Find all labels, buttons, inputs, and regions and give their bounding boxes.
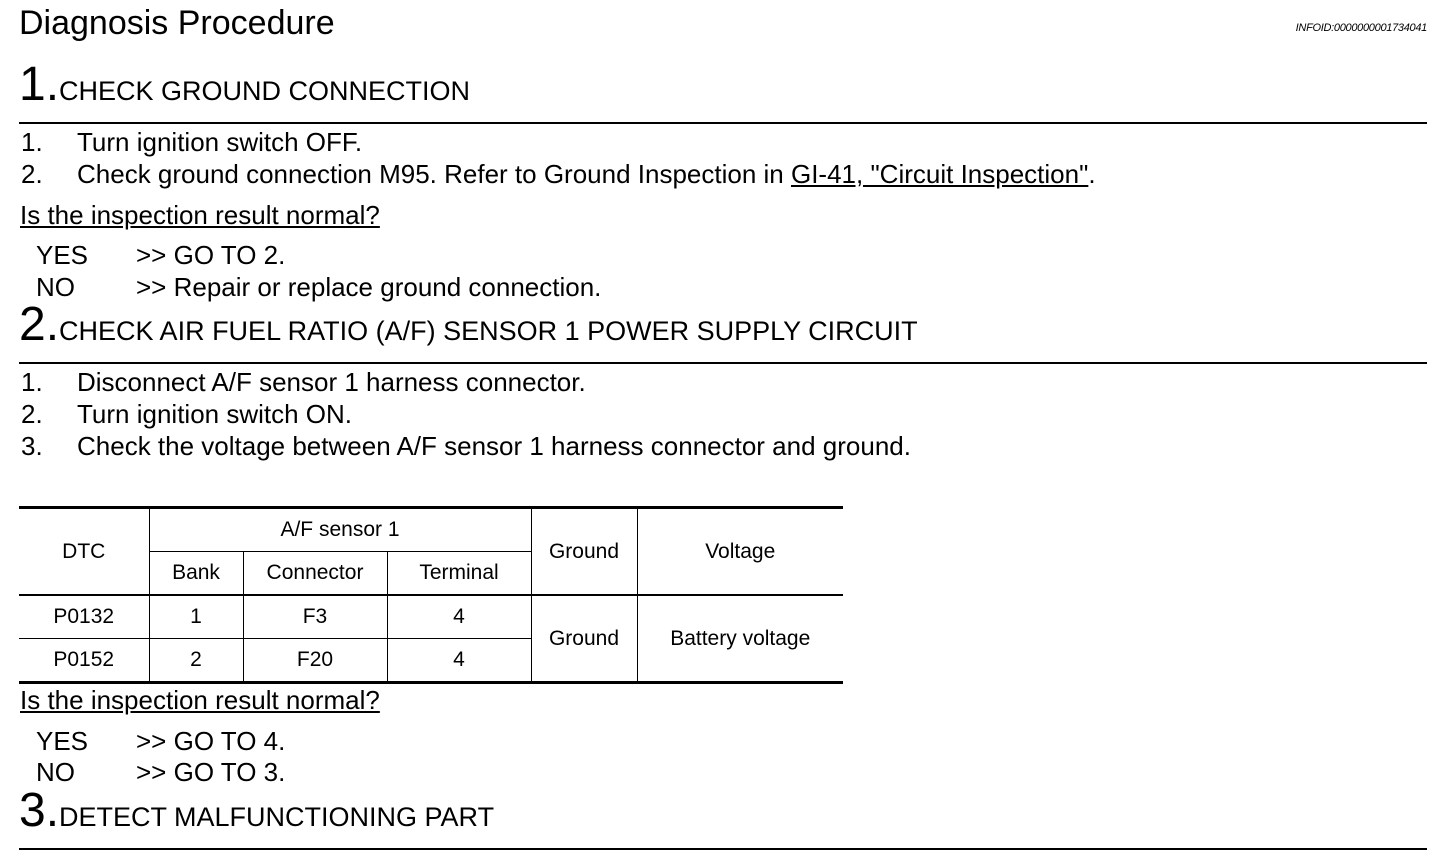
step-3-heading: 3.DETECT MALFUNCTIONING PART <box>19 786 494 836</box>
step-1-heading: 1.CHECK GROUND CONNECTION <box>19 60 470 110</box>
step-1-item-1: 1.Turn ignition switch OFF. <box>21 127 363 157</box>
cell-dtc: P0132 <box>19 595 149 639</box>
cell-ground: Ground <box>530 595 637 683</box>
cell-terminal: 4 <box>386 638 531 683</box>
step-2-title: CHECK AIR FUEL RATIO (A/F) SENSOR 1 POWE… <box>59 316 918 346</box>
cell-bank: 1 <box>148 595 243 639</box>
step-1-divider <box>19 122 1427 124</box>
cell-connector: F20 <box>242 638 387 683</box>
step-3-number: 3. <box>19 784 60 837</box>
step-2-divider <box>19 362 1427 364</box>
header-voltage: Voltage <box>636 507 843 596</box>
header-af-sensor: A/F sensor 1 <box>148 507 531 552</box>
header-dtc: DTC <box>19 507 149 596</box>
step-1-title: CHECK GROUND CONNECTION <box>59 76 471 106</box>
info-id: INFOID:0000000001734041 <box>1295 22 1428 34</box>
step-2-question: Is the inspection result normal? <box>20 685 380 715</box>
step-2-answer-yes: YES>> GO TO 4. <box>36 726 286 756</box>
cell-voltage: Battery voltage <box>636 595 843 683</box>
step-1-answer-yes: YES>> GO TO 2. <box>36 240 286 270</box>
table-row: P0152 2 F20 4 <box>19 638 843 683</box>
header-terminal: Terminal <box>386 551 531 596</box>
step-1-answer-no: NO>> Repair or replace ground connection… <box>36 272 602 302</box>
table-row: P0132 1 F3 4 Ground Battery voltage <box>19 595 843 683</box>
cell-dtc: P0152 <box>53 648 115 671</box>
header-connector: Connector <box>242 551 387 596</box>
step-2-answer-no: NO>> GO TO 3. <box>36 757 286 787</box>
step-3-divider <box>19 848 1427 850</box>
cell-connector: F3 <box>242 595 387 639</box>
step-2-item-2: 2.Turn ignition switch ON. <box>21 399 353 429</box>
step-2-item-1: 1.Disconnect A/F sensor 1 harness connec… <box>21 367 586 397</box>
header-ground: Ground <box>530 507 637 596</box>
step-1-item-2: 2.Check ground connection M95. Refer to … <box>21 159 1096 189</box>
cell-bank: 2 <box>148 638 243 683</box>
cell-terminal: 4 <box>386 595 531 639</box>
voltage-spec-table: DTC A/F sensor 1 Ground Voltage Bank Con… <box>19 506 843 684</box>
step-2-heading: 2.CHECK AIR FUEL RATIO (A/F) SENSOR 1 PO… <box>19 300 918 350</box>
step-1-number: 1. <box>19 58 60 111</box>
page-title: Diagnosis Procedure <box>19 4 335 42</box>
header-bank: Bank <box>148 551 243 596</box>
circuit-inspection-link[interactable]: GI-41, "Circuit Inspection" <box>790 159 1089 189</box>
step-2-number: 2. <box>19 298 60 351</box>
step-1-question: Is the inspection result normal? <box>20 200 380 230</box>
step-2-item-3: 3.Check the voltage between A/F sensor 1… <box>21 431 911 461</box>
step-3-title: DETECT MALFUNCTIONING PART <box>59 802 495 832</box>
